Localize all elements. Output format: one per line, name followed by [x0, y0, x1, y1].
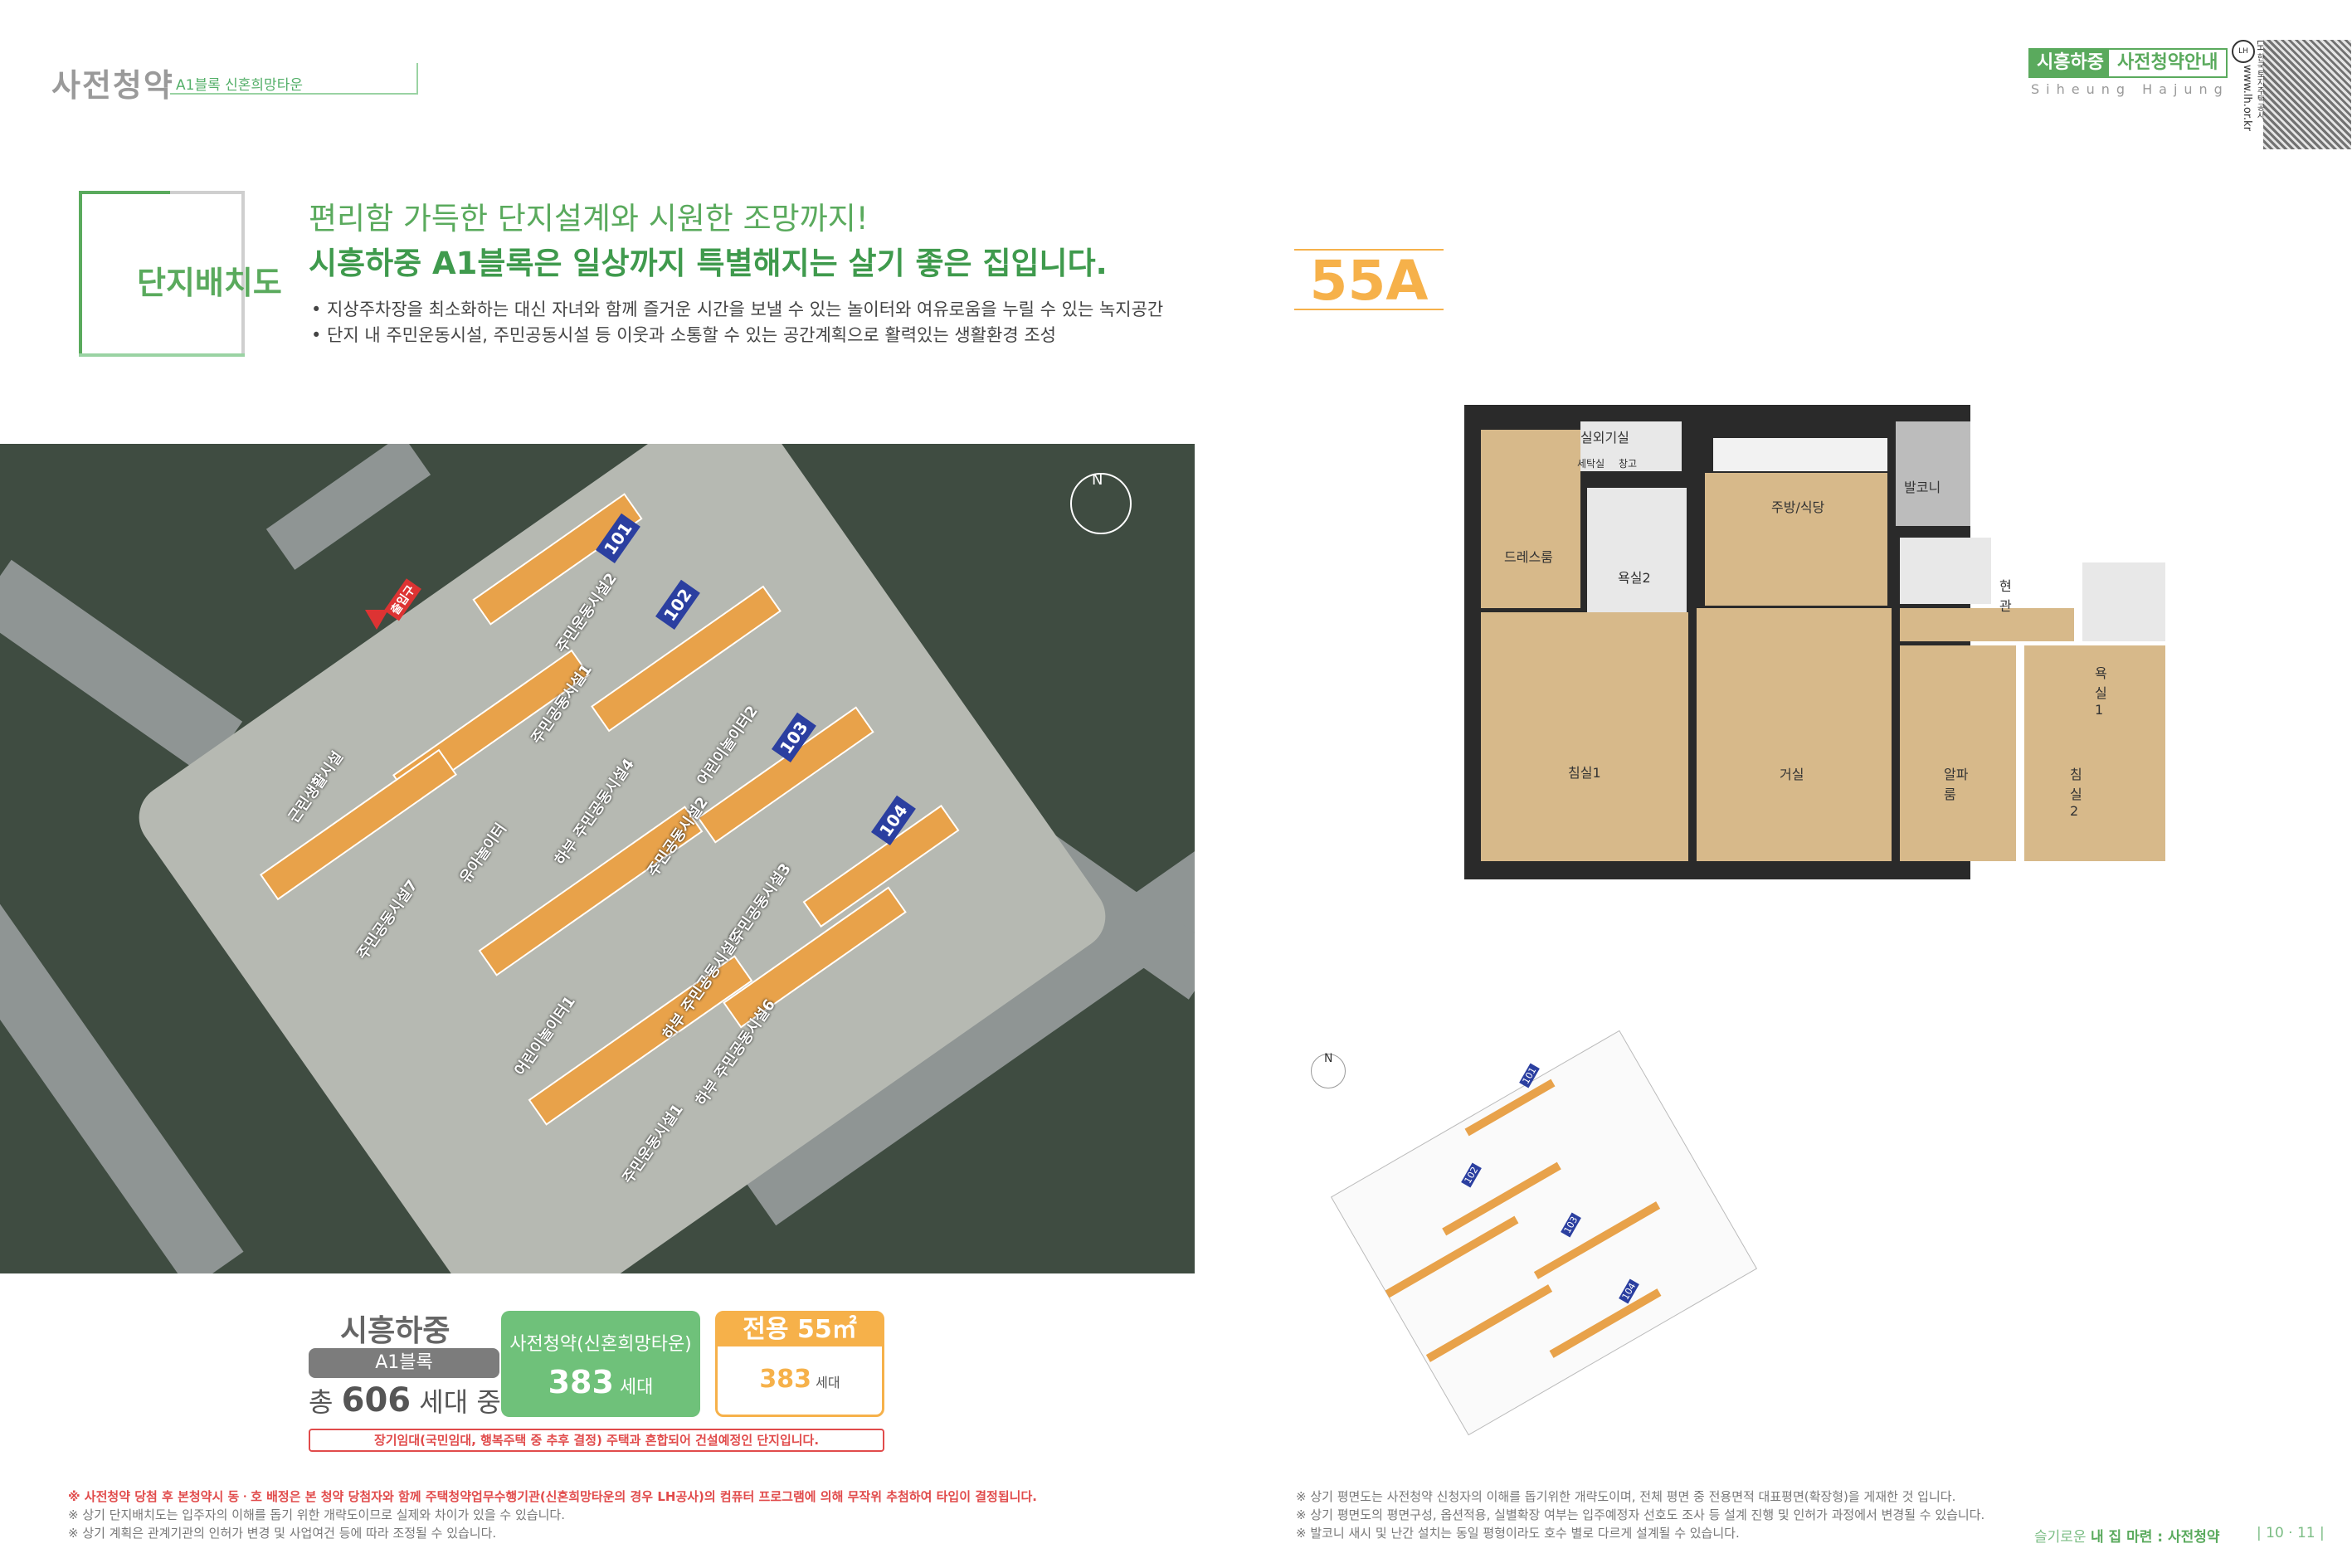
presale-units: 383 — [548, 1364, 614, 1400]
area-count: 383 세대 — [718, 1365, 882, 1394]
footnote: ※ 상기 평면도는 사전청약 신청자의 이해를 돕기위한 개략도이며, 전체 평… — [1296, 1489, 1956, 1504]
bullet-item: • 지상주차장을 최소화하는 대신 자녀와 함께 즐거운 시간을 보낼 수 있는… — [311, 299, 1164, 319]
footnote: ※ 상기 평면도의 평면구성, 옵션적용, 실별확장 여부는 입주예정자 선호도… — [1296, 1507, 1985, 1522]
room-alpha — [1900, 645, 2016, 861]
header-divider — [170, 93, 417, 95]
label-bed2: 침실2 — [2070, 767, 2082, 819]
qr-code-icon[interactable] — [2263, 40, 2351, 149]
type-rule — [1294, 309, 1444, 310]
room-hall — [1900, 608, 2074, 641]
footer-prefix: 슬기로운 — [2034, 1529, 2087, 1546]
room-bath2 — [1587, 488, 1687, 612]
footnote: ※ 상기 계획은 관계기관의 인허가 변경 및 사업여건 등에 따라 조정될 수… — [68, 1526, 497, 1541]
presale-card: 사전청약(신혼희망타운) 383 세대 — [501, 1311, 700, 1417]
footnote: ※ 사전청약 당첨 후 본청약시 동ㆍ호 배정은 본 청약 당첨자와 함께 주택… — [68, 1489, 1037, 1504]
room-bed2 — [2024, 645, 2165, 861]
section-title-accent — [79, 353, 245, 357]
room-utility — [1580, 421, 1682, 471]
page-numbers: | 10 · 11 | — [2257, 1525, 2325, 1541]
road — [265, 444, 431, 570]
area-card: 전용 55㎡ 383 세대 — [715, 1311, 884, 1417]
label-dressing: 드레스룸 — [1504, 549, 1553, 565]
label-bath2: 욕실2 — [1618, 570, 1651, 586]
header-tag-secondary: 사전청약안내 — [2107, 48, 2228, 78]
room-bath1 — [2082, 562, 2165, 641]
area-label: 전용 55㎡ — [718, 1313, 882, 1346]
label-storage: 창고 — [1619, 458, 1638, 470]
header-tag-roman: Siheung Hajung — [2031, 81, 2229, 97]
presale-unit-word: 세대 — [619, 1377, 654, 1398]
section-title-accent — [79, 191, 170, 194]
room-entry — [1900, 538, 1991, 604]
label-balcony: 발코니 — [1904, 480, 1941, 495]
room-dressing — [1481, 430, 1580, 608]
road — [0, 559, 243, 777]
total-units-number: 606 — [341, 1381, 411, 1419]
area-unit-word: 세대 — [816, 1375, 840, 1390]
section-title-accent — [79, 191, 82, 357]
room-balcony — [1896, 421, 1970, 526]
type-rule — [1294, 249, 1444, 251]
lh-url: www.lh.or.kr — [2241, 65, 2253, 131]
header-divider-end — [416, 63, 418, 95]
area-units: 383 — [759, 1365, 812, 1394]
total-units: 총 606 세대 중 — [309, 1381, 501, 1419]
brand-logo: 사전청약 — [51, 67, 174, 104]
block-badge: A1블록 — [309, 1348, 499, 1378]
footer-main: 내 집 마련 : 사전청약 — [2090, 1529, 2220, 1546]
room-bed1 — [1481, 612, 1688, 861]
label-entry: 현관 — [1999, 578, 2012, 614]
section-title: 단지배치도 — [137, 265, 282, 301]
mini-compass-icon — [1311, 1054, 1346, 1088]
label-living: 거실 — [1780, 767, 1804, 782]
label-utility: 실외기실 — [1580, 430, 1629, 446]
compass-icon — [1070, 473, 1132, 534]
headline-secondary: 시흥하중 A1블록은 일상까지 특별해지는 살기 좋은 집입니다. — [309, 246, 1108, 281]
presale-label: 사전청약(신혼희망타운) — [509, 1334, 692, 1355]
site-plan-aerial: 101 102 103 104 주민운동시설2 주민공동시설1 근린생활시설 유… — [0, 444, 1195, 1273]
label-bath1: 욕실1 — [2095, 665, 2107, 718]
label-alpha: 알파룸 — [1944, 767, 1969, 802]
label-laundry: 세탁실 — [1577, 458, 1605, 470]
compass-north-label: N — [1092, 471, 1103, 489]
total-prefix: 총 — [309, 1386, 334, 1418]
footnote: ※ 상기 단지배치도는 입주자의 이해를 돕기 위한 개략도이므로 실제와 차이… — [68, 1507, 565, 1522]
presale-count: 383 세대 — [501, 1364, 700, 1400]
mini-compass-label: N — [1324, 1052, 1333, 1065]
mini-key-map: 101 102 103 104 — [1330, 1030, 1758, 1436]
footnote: ※ 발코니 새시 및 난간 설치는 동일 평형이라도 호수 별로 다르게 설계될… — [1296, 1526, 1740, 1541]
footer-title: 슬기로운 내 집 마련 : 사전청약 — [2034, 1525, 2220, 1546]
brand-subtitle: A1블록 신혼희망타운 — [176, 77, 303, 94]
headline-primary: 편리함 가득한 단지설계와 시원한 조망까지! — [309, 201, 869, 236]
room-living — [1697, 608, 1892, 861]
notice-bar: 장기임대(국민임대, 행복주택 중 추후 결정) 주택과 혼합되어 건설예정인 … — [309, 1429, 884, 1452]
entrance-marker-icon — [365, 610, 388, 630]
header-tag-primary: 시흥하중 — [2028, 48, 2112, 78]
bullet-item: • 단지 내 주민운동시설, 주민공동시설 등 이웃과 소통할 수 있는 공간계… — [311, 325, 1056, 345]
floor-plan: 실외기실 세탁실 창고 발코니 주방/식당 드레스룸 욕실2 현관 욕실1 침실… — [1464, 405, 2165, 879]
kitchen-counter — [1713, 438, 1887, 471]
total-suffix: 세대 중 — [419, 1386, 501, 1418]
unit-type-label: 55A — [1309, 249, 1429, 313]
lh-name: LH 한국토지주택공사 — [2255, 40, 2264, 120]
complex-name: 시흥하중 — [340, 1314, 450, 1348]
lh-logo-icon: LH — [2232, 40, 2255, 63]
room-kitchen — [1705, 473, 1887, 606]
label-bed1: 침실1 — [1568, 765, 1601, 781]
label-kitchen: 주방/식당 — [1771, 499, 1825, 515]
